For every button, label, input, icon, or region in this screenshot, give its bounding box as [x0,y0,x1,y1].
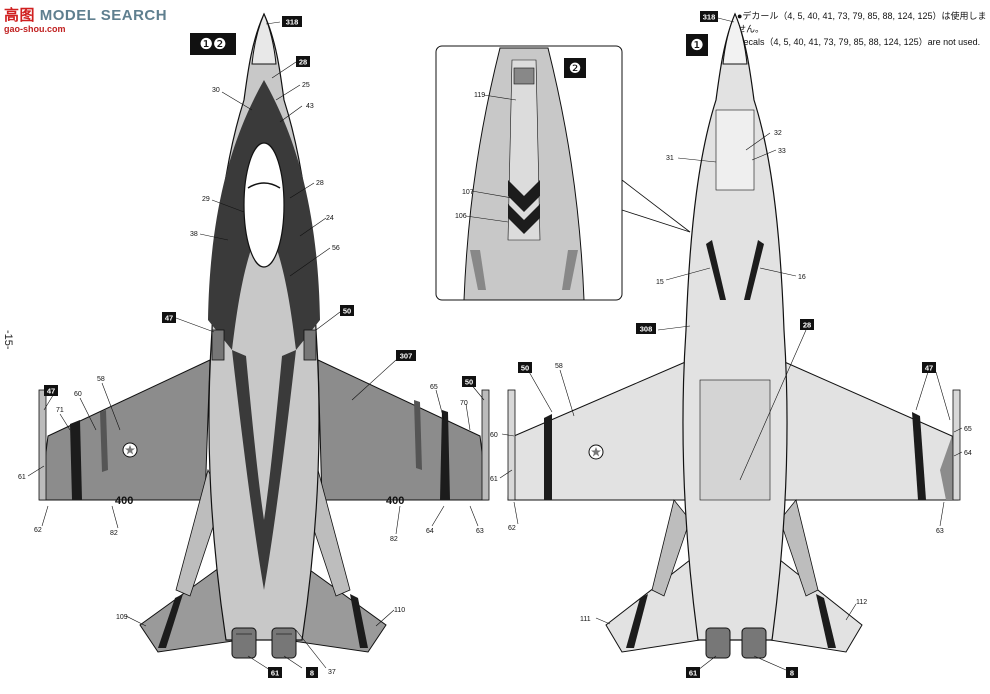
svg-text:61: 61 [689,669,697,678]
right-aircraft [507,12,961,659]
right-callouts [499,17,963,671]
svg-text:24: 24 [326,215,334,222]
svg-text:15: 15 [656,279,664,286]
svg-text:50: 50 [465,378,473,387]
svg-text:28: 28 [316,180,324,187]
svg-text:56: 56 [332,245,340,252]
svg-text:8: 8 [790,669,794,678]
svg-text:82: 82 [110,530,118,537]
left-aircraft: 400 400 [38,12,490,659]
version-badge-inset: ❷ [569,61,582,77]
svg-text:29: 29 [202,196,210,203]
svg-text:38: 38 [190,231,198,238]
svg-text:61: 61 [490,476,498,483]
svg-text:43: 43 [306,103,314,110]
svg-text:31: 31 [666,155,674,162]
svg-text:109: 109 [116,614,128,621]
svg-text:106: 106 [455,213,467,220]
svg-text:318: 318 [703,13,716,22]
svg-text:58: 58 [97,376,105,383]
svg-text:58: 58 [555,363,563,370]
svg-text:70: 70 [460,400,468,407]
svg-text:307: 307 [400,352,413,361]
svg-text:50: 50 [343,307,351,316]
unused-decals-note: ●デカール（4, 5, 40, 41, 73, 79, 85, 88, 124,… [737,10,990,49]
left-plain-labels: 30 25 43 28 29 24 38 56 58 60 71 65 70 6… [18,82,484,676]
svg-text:37: 37 [328,669,336,676]
svg-text:33: 33 [778,148,786,155]
version-badge-left: ❶❷ [190,33,236,55]
svg-text:110: 110 [394,607,405,614]
svg-text:60: 60 [74,391,82,398]
svg-text:16: 16 [798,274,806,281]
note-en: Decals（4, 5, 40, 41, 73, 79, 85, 88, 124… [737,37,981,47]
wing-number-right: 400 [386,495,404,507]
svg-text:119: 119 [474,92,485,99]
svg-text:111: 111 [580,616,591,623]
svg-text:30: 30 [212,87,220,94]
svg-text:62: 62 [508,525,516,532]
right-boxed-labels: 318 28 50 47 308 61 8 [518,11,936,678]
svg-text:107: 107 [462,189,474,196]
svg-text:63: 63 [476,528,484,535]
svg-text:64: 64 [426,528,434,535]
inset-panel: ❷ 119 107 106 [435,45,691,301]
svg-text:❶❷: ❶❷ [200,35,227,53]
version-badge-right: ❶ [686,34,708,56]
page-number: -15- [2,330,14,350]
svg-text:318: 318 [286,18,299,27]
svg-text:61: 61 [271,669,279,678]
svg-text:71: 71 [56,407,64,414]
wing-number-left: 400 [115,495,133,507]
svg-text:61: 61 [18,474,26,481]
watermark: 高图 MODEL SEARCH gao-shou.com [4,7,168,34]
svg-text:25: 25 [302,82,310,89]
svg-text:112: 112 [856,599,867,606]
svg-text:308: 308 [640,325,653,334]
svg-text:32: 32 [774,130,782,137]
svg-text:8: 8 [310,669,314,678]
svg-text:47: 47 [47,387,55,396]
svg-text:❶: ❶ [690,36,703,54]
svg-text:82: 82 [390,536,398,543]
svg-text:50: 50 [521,364,529,373]
svg-text:28: 28 [803,321,811,330]
svg-text:28: 28 [299,58,307,67]
left-boxed-labels: 318 28 47 50 307 50 47 61 8 [44,16,476,678]
svg-text:60: 60 [490,432,498,439]
svg-text:47: 47 [165,314,173,323]
svg-text:63: 63 [936,528,944,535]
svg-text:47: 47 [925,364,933,373]
right-plain-labels: 32 31 33 15 16 58 60 61 62 65 64 63 111 … [490,130,972,623]
svg-text:62: 62 [34,527,42,534]
svg-text:64: 64 [964,450,972,457]
svg-text:65: 65 [964,426,972,433]
svg-text:65: 65 [430,384,438,391]
note-jp: ●デカール（4, 5, 40, 41, 73, 79, 85, 88, 124,… [737,11,987,34]
